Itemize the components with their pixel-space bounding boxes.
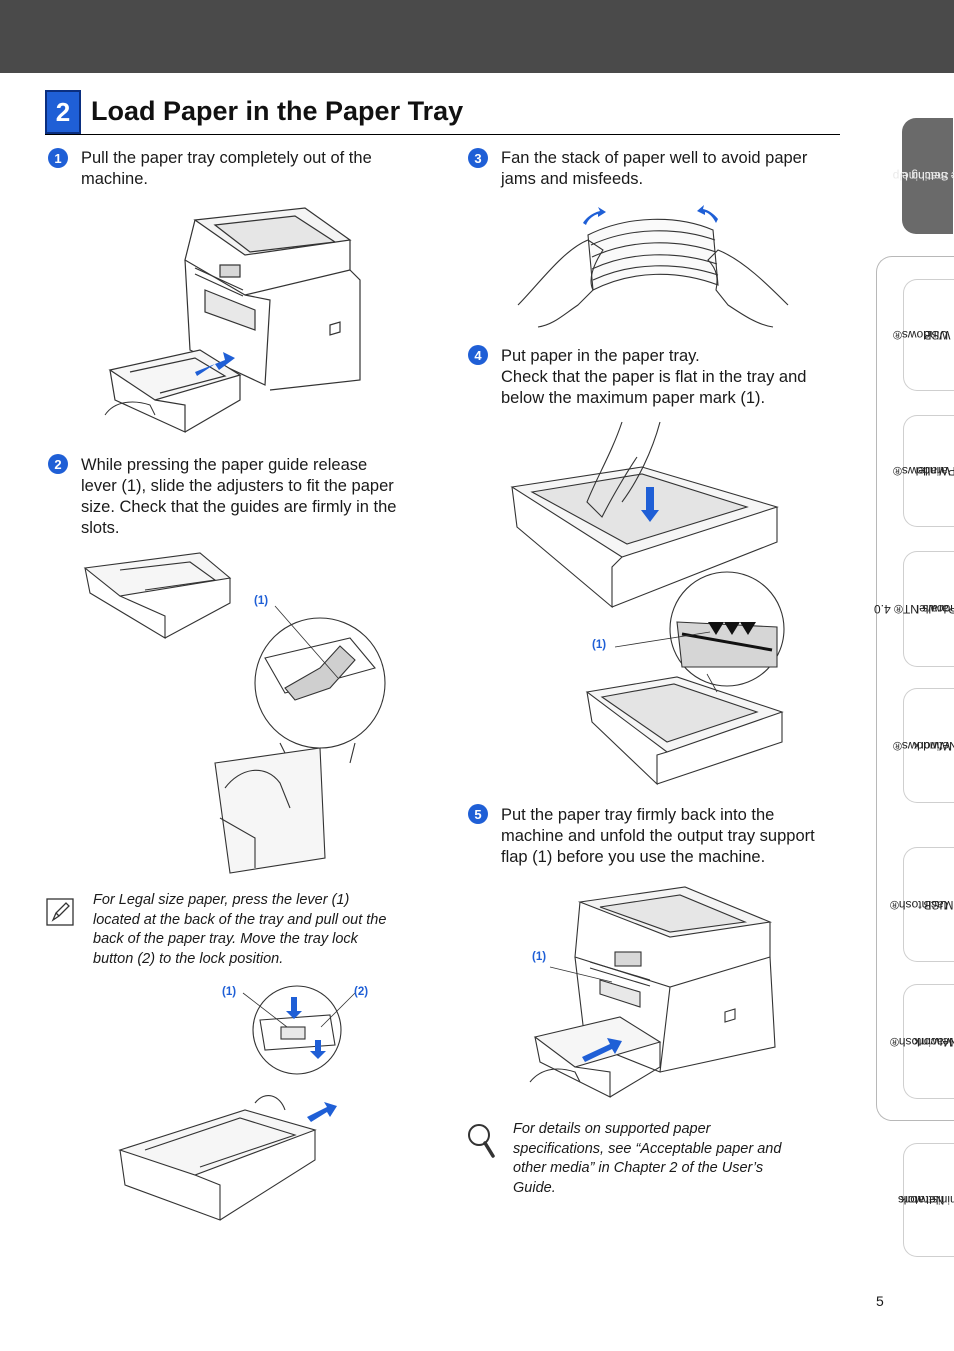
step-2-line: While pressing the paper guide release (81, 456, 368, 474)
note-line: back of the paper tray. Move the tray lo… (93, 931, 358, 947)
note-line: For Legal size paper, press the lever (1… (93, 892, 350, 908)
step-3-line: Fan the stack of paper well to avoid pap… (501, 149, 808, 167)
note-line: other media” in Chapter 2 of the User’s (513, 1160, 764, 1176)
side-tab-label: Windows®Network (893, 717, 954, 775)
step-1-text: Pull the paper tray completely out of th… (81, 148, 372, 190)
tab-line: Network (914, 1034, 954, 1049)
side-tab-macintosh-network[interactable]: Macintosh®Network (890, 984, 954, 1099)
callout-max-mark-1: (1) (592, 639, 607, 651)
tab-line: Administrators (897, 1193, 954, 1207)
step-4-text: Put paper in the paper tray. Check that … (501, 346, 806, 409)
side-tab-label: Setting Upthe machine (893, 143, 954, 208)
printer-pull-tray-illustration (104, 207, 361, 433)
callout-output-flap-1: (1) (532, 951, 547, 963)
section-heading: 2 Load Paper in the Paper Tray (45, 90, 840, 135)
note-line: For details on supported paper (513, 1121, 711, 1137)
step-4-line: below the maximum paper mark (1). (501, 389, 766, 407)
step-3-number: 3 (468, 148, 488, 168)
note-line: located at the back of the tray and pull… (93, 911, 387, 928)
note-line: button (2) to the lock position. (93, 950, 284, 967)
side-tab-windows-network[interactable]: Windows®Network (893, 688, 954, 803)
paper-spec-note: For details on supported paper specifica… (513, 1120, 781, 1198)
side-nav-frame (876, 256, 954, 1121)
side-tab-label: Windows®USB (893, 306, 951, 364)
step-2-number: 2 (48, 454, 68, 474)
step-2-text: While pressing the paper guide release l… (81, 455, 396, 539)
tab-line: Parallel (915, 464, 954, 478)
tab-line: USB (923, 897, 949, 912)
side-tab-label: NetworkAdministrators (898, 1162, 954, 1239)
step-2-line: lever (1), slide the adjusters to fit th… (81, 477, 394, 495)
page-number: 5 (876, 1293, 884, 1309)
section-number-badge: 2 (45, 90, 81, 134)
tab-line: Network (914, 738, 954, 753)
side-tab-setting-up[interactable]: Setting Upthe machine (893, 118, 954, 234)
step-3-text: Fan the stack of paper well to avoid pap… (501, 148, 807, 190)
step-3-line: jams and misfeeds. (501, 170, 644, 188)
legal-paper-note: For Legal size paper, press the lever (1… (93, 891, 386, 969)
step-5-line: machine and unfold the output tray suppo… (501, 827, 815, 845)
step-2-line: size. Check that the guides are firmly i… (81, 498, 397, 516)
step-5-number: 5 (468, 804, 488, 824)
side-tab-windows-parallel[interactable]: Windows®Parallel (893, 415, 954, 527)
pencil-note-icon (46, 898, 74, 926)
printer-insert-tray-illustration (529, 886, 776, 1098)
side-tab-macintosh-usb[interactable]: Macintosh®USB (890, 847, 954, 962)
tab-line: Parallel (915, 602, 954, 616)
step-2-line: slots. (81, 519, 120, 537)
side-tab-label: Windows®Parallel (893, 442, 954, 500)
step-4-line: Put paper in the paper tray. (501, 347, 700, 365)
load-paper-illustration (510, 421, 785, 786)
side-tab-label: Macintosh®Network (890, 1010, 954, 1074)
tab-line: the machine (902, 169, 954, 183)
callout-lever-1: (1) (254, 595, 269, 607)
note-line: specifications, see “Acceptable paper an… (513, 1140, 782, 1157)
callout-lever-1b: (1) (222, 986, 237, 998)
fan-paper-illustration (517, 205, 789, 328)
side-tab-network-administrators[interactable]: NetworkAdministrators (898, 1143, 954, 1257)
tab-line: USB (923, 328, 949, 342)
step-4-number: 4 (468, 345, 488, 365)
step-5-line: flap (1) before you use the machine. (501, 848, 766, 866)
tray-extension-illustration (118, 985, 356, 1221)
step-1-line: Pull the paper tray completely out of th… (81, 149, 372, 167)
step-1-number: 1 (48, 148, 68, 168)
step-5-text: Put the paper tray firmly back into the … (501, 805, 815, 868)
side-tab-windows-usb[interactable]: Windows®USB (893, 279, 954, 391)
step-5-line: Put the paper tray firmly back into the (501, 806, 775, 824)
section-title: Load Paper in the Paper Tray (91, 96, 464, 126)
note-line: Guide. (513, 1179, 556, 1196)
top-banner (0, 0, 954, 73)
paper-guide-adjust-illustration (83, 552, 386, 874)
step-1-line: machine. (81, 170, 148, 188)
step-4-line: Check that the paper is flat in the tray… (501, 368, 807, 386)
magnifier-icon (468, 1124, 495, 1158)
callout-lock-2: (2) (354, 986, 369, 998)
side-tab-label: Macintosh®USB (890, 873, 954, 937)
